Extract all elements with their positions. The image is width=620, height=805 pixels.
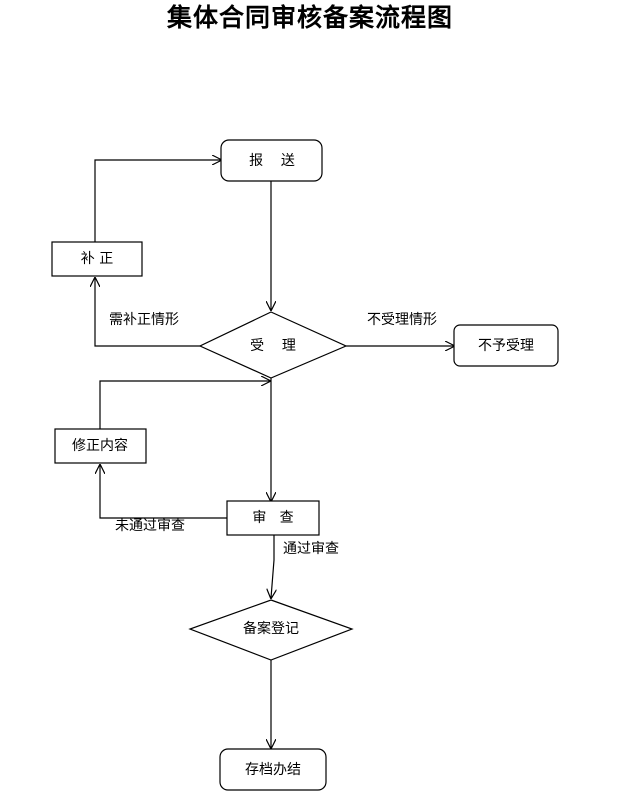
reject-label: 不予受理 (478, 338, 534, 354)
review-passed-edge-label: 通过审查 (283, 541, 339, 557)
edge-correct-to-report (94, 160, 221, 242)
review-failed-edge-label: 未通过审查 (115, 518, 185, 534)
not-accepted-edge-label: 不受理情形 (367, 312, 437, 328)
record-label: 备案登记 (243, 620, 299, 637)
edge-revise-to-accept (99, 381, 270, 429)
archive-node (219, 748, 327, 791)
record-node (188, 599, 354, 661)
edge-review-to-revise (100, 465, 227, 519)
edge-accept-to-correct (95, 278, 200, 347)
report-label: 报 送 (249, 153, 295, 169)
revise-label: 修正内容 (72, 437, 128, 454)
page-title: 集体合同审核备案流程图 (166, 3, 453, 32)
archive-label: 存档办结 (245, 762, 301, 778)
reject-node (453, 324, 559, 367)
report-node (220, 139, 323, 182)
accept-label: 受 理 (250, 338, 296, 354)
revise-node (54, 428, 147, 464)
review-label: 审 查 (252, 510, 293, 526)
correct-node (51, 241, 143, 277)
edge-review-to-record (271, 535, 274, 598)
needs-correction-edge-label: 需补正情形 (109, 312, 179, 328)
review-node (226, 500, 320, 536)
accept-node (198, 311, 348, 379)
correct-label: 补 正 (81, 251, 113, 267)
